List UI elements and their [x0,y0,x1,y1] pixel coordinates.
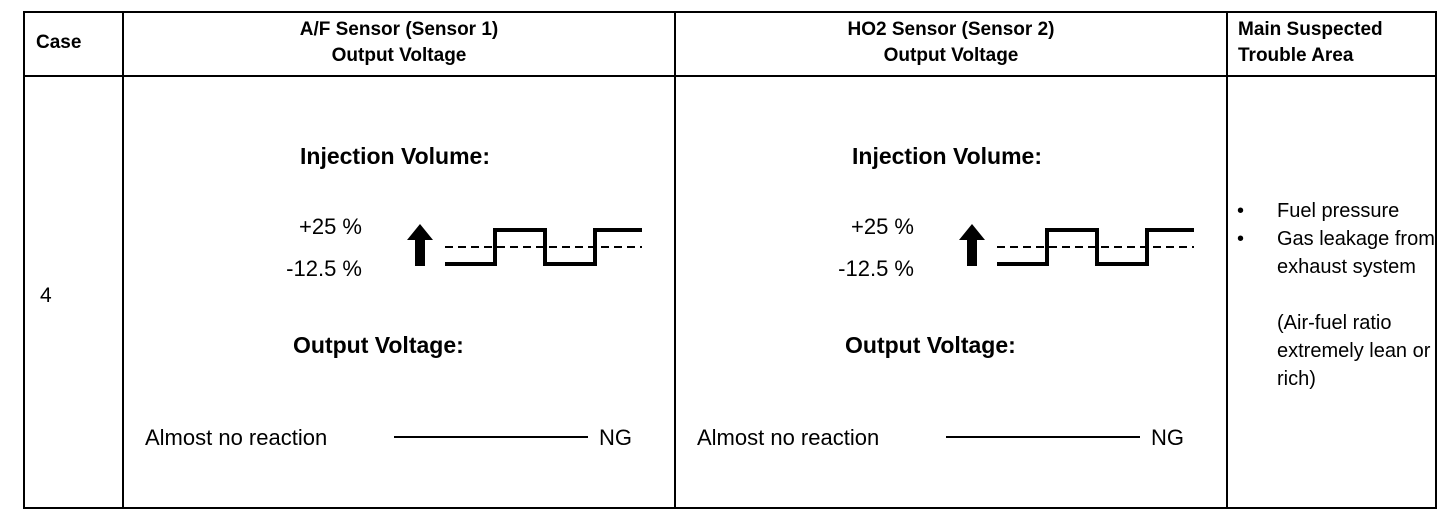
header-trouble-area-line1: Main Suspected [1238,19,1383,40]
trouble-note: (Air-fuel ratio extremely lean or rich) [1277,312,1431,390]
header-case: Case [36,32,82,53]
header-af-sensor: A/F Sensor (Sensor 1) Output Voltage [124,17,674,69]
header-trouble-area: Main Suspected Trouble Area [1238,17,1436,69]
af-result: NG [599,425,632,450]
table-frame [23,11,1437,509]
header-trouble-area-line2: Trouble Area [1238,45,1354,66]
af-up-arrow-icon [407,224,433,266]
af-injection-wave-line [445,228,642,266]
bullet-icon: • [1237,228,1245,250]
header-divider [23,75,1437,77]
header-af-sensor-line1: A/F Sensor (Sensor 1) [299,19,499,40]
column-divider-3 [1226,11,1228,509]
trouble-item-text: Fuel pressure [1277,200,1400,222]
af-injection-title: Injection Volume: [300,143,490,169]
af-minus-12-5: -12.5 % [286,256,362,281]
af-reaction-text: Almost no reaction [145,425,328,450]
ho2-plus-25: +25 % [851,214,914,239]
af-output-title: Output Voltage: [293,332,464,358]
ho2-injection-square-wave-icon [959,224,1194,266]
ho2-injection-title: Injection Volume: [852,143,1042,169]
af-plus-25: +25 % [299,214,362,239]
ho2-result: NG [1151,425,1184,450]
header-ho2-sensor: HO2 Sensor (Sensor 2) Output Voltage [676,17,1226,69]
trouble-item-text: Gas leakage from exhaust system [1277,228,1435,278]
ho2-up-arrow-icon [959,224,985,266]
bullet-icon: • [1237,200,1245,222]
ho2-minus-12-5: -12.5 % [838,256,914,281]
list-item: • Gas leakage from exhaust system [1237,225,1437,281]
ho2-reaction-text: Almost no reaction [697,425,880,450]
header-af-sensor-line2: Output Voltage [331,45,467,66]
case-number: 4 [40,284,52,307]
column-divider-2 [674,11,676,509]
header-ho2-sensor-line2: Output Voltage [883,45,1019,66]
ho2-reaction-line [946,436,1140,438]
ho2-output-title: Output Voltage: [845,332,1016,358]
af-injection-square-wave-icon [407,224,642,266]
column-divider-1 [122,11,124,509]
header-ho2-sensor-line1: HO2 Sensor (Sensor 2) [847,19,1055,40]
af-reaction-line [394,436,588,438]
trouble-area-list: • Fuel pressure • Gas leakage from exhau… [1237,197,1437,281]
list-item: • Fuel pressure [1237,197,1437,225]
ho2-injection-wave-line [997,228,1194,266]
